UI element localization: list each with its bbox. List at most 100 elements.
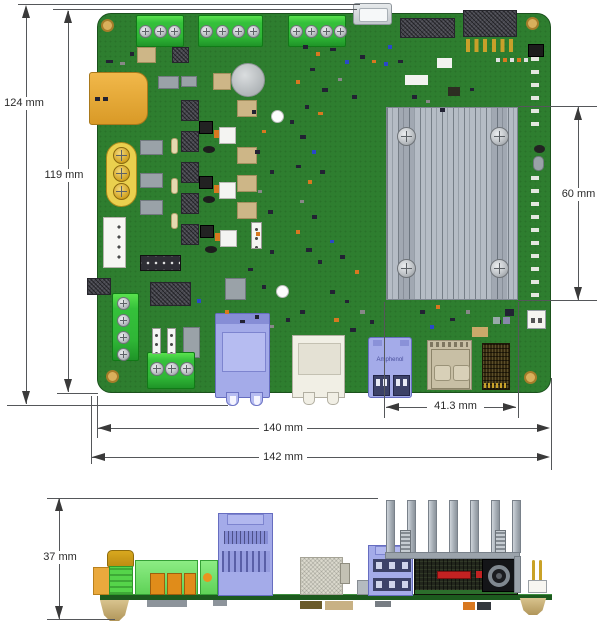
extension-line [47, 619, 115, 620]
microsd-pad [453, 365, 470, 381]
connector-foot [303, 392, 315, 405]
capacitor-grey [533, 156, 544, 171]
capacitor-small [534, 145, 545, 153]
arrow-down-icon [22, 391, 30, 404]
mosfet [172, 47, 189, 63]
capacitor-pad [213, 73, 231, 90]
fan-hub [496, 573, 502, 579]
heatsink-screw [490, 127, 509, 146]
ic-chip [528, 44, 544, 57]
pin-header-white [103, 217, 126, 268]
heatsink-channel [399, 108, 414, 299]
usb-pin [376, 379, 380, 386]
capacitor-pad [237, 202, 257, 219]
capacitor-pad [237, 100, 257, 117]
terminal-screw [117, 297, 130, 310]
header-pin-gold [532, 560, 535, 582]
resistor [140, 140, 163, 155]
under-board-component [213, 600, 227, 606]
terminal-screw [154, 25, 167, 38]
pin-header-2x5 [140, 255, 181, 271]
connector-contacts [224, 531, 268, 544]
usb-pins [376, 581, 408, 588]
connector-foot [250, 392, 263, 406]
usb-pin [403, 379, 407, 386]
transistor [200, 225, 214, 238]
terminal-screw [117, 348, 130, 361]
heatsink-spring-screw [495, 530, 506, 553]
extension-line [518, 302, 519, 418]
terminal-screw [290, 25, 303, 38]
heatsink-base-plate [385, 552, 520, 559]
jumper-pins [152, 328, 161, 354]
connector-foot [327, 392, 339, 405]
heatsink-fin [449, 500, 458, 553]
resistor [140, 173, 163, 188]
connector-nub [400, 340, 409, 346]
terminal-screw [320, 25, 333, 38]
header-pin [538, 318, 542, 323]
arrow-left-icon [386, 403, 399, 411]
driver-ic [220, 230, 237, 247]
board-to-board-connector [482, 343, 510, 390]
capacitor-tan [171, 178, 178, 194]
connector-foot-slot [254, 396, 260, 405]
transistor [199, 121, 213, 134]
module-component-red [437, 571, 471, 579]
arrow-up-icon [574, 107, 582, 120]
connector-foot [226, 392, 239, 406]
heatsink-screw [490, 259, 509, 278]
resistor [181, 76, 197, 87]
capacitor-small [205, 246, 217, 253]
arrow-left-icon [98, 424, 111, 432]
power-connector-orange [89, 72, 148, 125]
yellow-connector-pin [113, 183, 130, 200]
terminal-screw [168, 25, 181, 38]
mosfet [181, 224, 199, 245]
plated-hole [276, 285, 289, 298]
terminal-screw [180, 362, 194, 376]
under-board-component [300, 601, 322, 609]
arrow-up-icon [64, 10, 72, 23]
capacitor-pad [237, 147, 257, 164]
connector-foot-slot [230, 396, 236, 405]
terminal-screw [165, 362, 179, 376]
dimension-label-heatsink-height: 60 mm [557, 188, 600, 201]
ethernet-connector-blue [215, 313, 270, 398]
mosfet [181, 100, 199, 121]
usb-slot [393, 375, 410, 396]
terminal-screw [117, 314, 130, 327]
fan-header-2pin [527, 310, 546, 329]
dimension-label-io-span: 41.3 mm [427, 400, 484, 413]
heatsink-fin [407, 500, 416, 553]
mosfet [181, 162, 199, 183]
component-orange [215, 233, 220, 241]
heatsink-screw [397, 259, 416, 278]
extension-line [18, 4, 360, 5]
under-board-component [375, 601, 391, 607]
usb-connector-amphenol: Amphenol [368, 337, 412, 398]
dimension-line-140 [98, 428, 537, 429]
heatsink-channel [492, 108, 507, 299]
heatsink-screw [397, 127, 416, 146]
extension-line [518, 106, 597, 107]
micro-usb-opening [359, 8, 388, 22]
connector-tab [227, 514, 264, 525]
connector-cap [216, 314, 269, 324]
standoff-left [99, 600, 130, 621]
pin-header-pins [116, 222, 122, 264]
dimension-label-pcb-height: 119 mm [42, 169, 86, 182]
extension-line [7, 405, 228, 406]
dimension-label-overall-width: 142 mm [259, 451, 307, 464]
capacitor-pad [137, 47, 156, 63]
connector-ribs [222, 551, 270, 572]
terminal-screw [216, 25, 229, 38]
usb-slot [373, 375, 390, 396]
arrow-right-icon [503, 403, 516, 411]
microsd-slot [427, 340, 472, 390]
usb-slot [373, 559, 411, 572]
mounting-hole-bottom-left [106, 370, 119, 383]
under-board-component [463, 602, 475, 610]
electrolytic-capacitor [231, 63, 265, 97]
